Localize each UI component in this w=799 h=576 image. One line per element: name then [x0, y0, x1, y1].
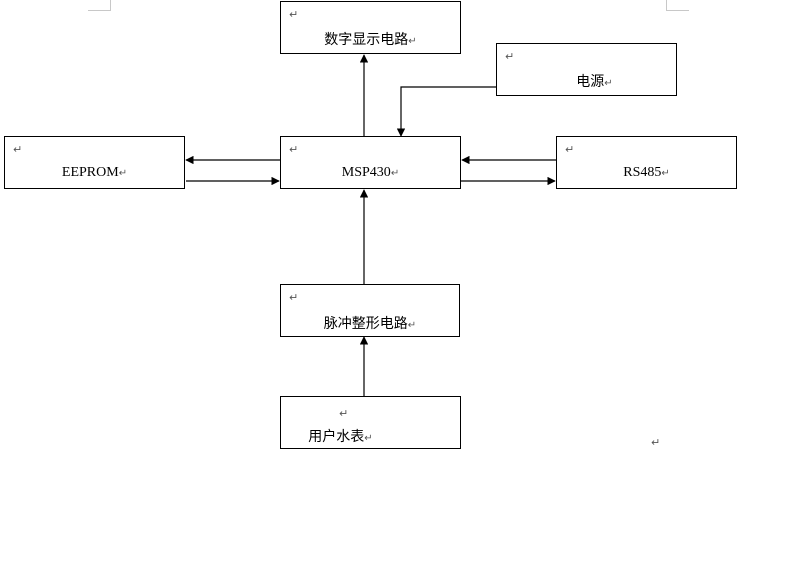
rs485-label: RS485	[623, 165, 662, 180]
arrow-power-to-mcu	[396, 86, 496, 137]
power-label: 电源	[576, 75, 605, 90]
paragraph-mark: ↵	[339, 407, 349, 420]
display-circuit-label: 数字显示电路	[324, 33, 409, 48]
mcu-block: ↵ MSP430↵	[280, 136, 461, 189]
paragraph-mark: ↵	[289, 8, 299, 21]
paragraph-mark: ↵	[505, 50, 515, 63]
paragraph-mark: ↵	[565, 143, 575, 156]
eeprom-label: EEPROM	[61, 165, 119, 180]
water-meter-label: 用户水表	[308, 430, 365, 445]
display-circuit-block: ↵ 数字显示电路↵	[280, 1, 461, 54]
pulse-shaping-block: ↵ 脉冲整形电路↵	[280, 284, 460, 337]
page-corner-mark-right	[666, 0, 689, 11]
page-corner-mark-left	[88, 0, 111, 11]
paragraph-mark: ↵	[289, 143, 299, 156]
water-meter-block: ↵ 用户水表↵	[280, 396, 461, 449]
pulse-shaping-label: 脉冲整形电路	[323, 317, 408, 332]
paragraph-mark: ↵	[289, 291, 299, 304]
power-block: ↵ 电源↵	[496, 43, 677, 96]
paragraph-mark: ↵	[13, 143, 23, 156]
eeprom-block: ↵ EEPROM↵	[4, 136, 185, 189]
paragraph-mark: ↵	[651, 436, 661, 449]
rs485-block: ↵ RS485↵	[556, 136, 737, 189]
mcu-label: MSP430	[341, 165, 391, 180]
